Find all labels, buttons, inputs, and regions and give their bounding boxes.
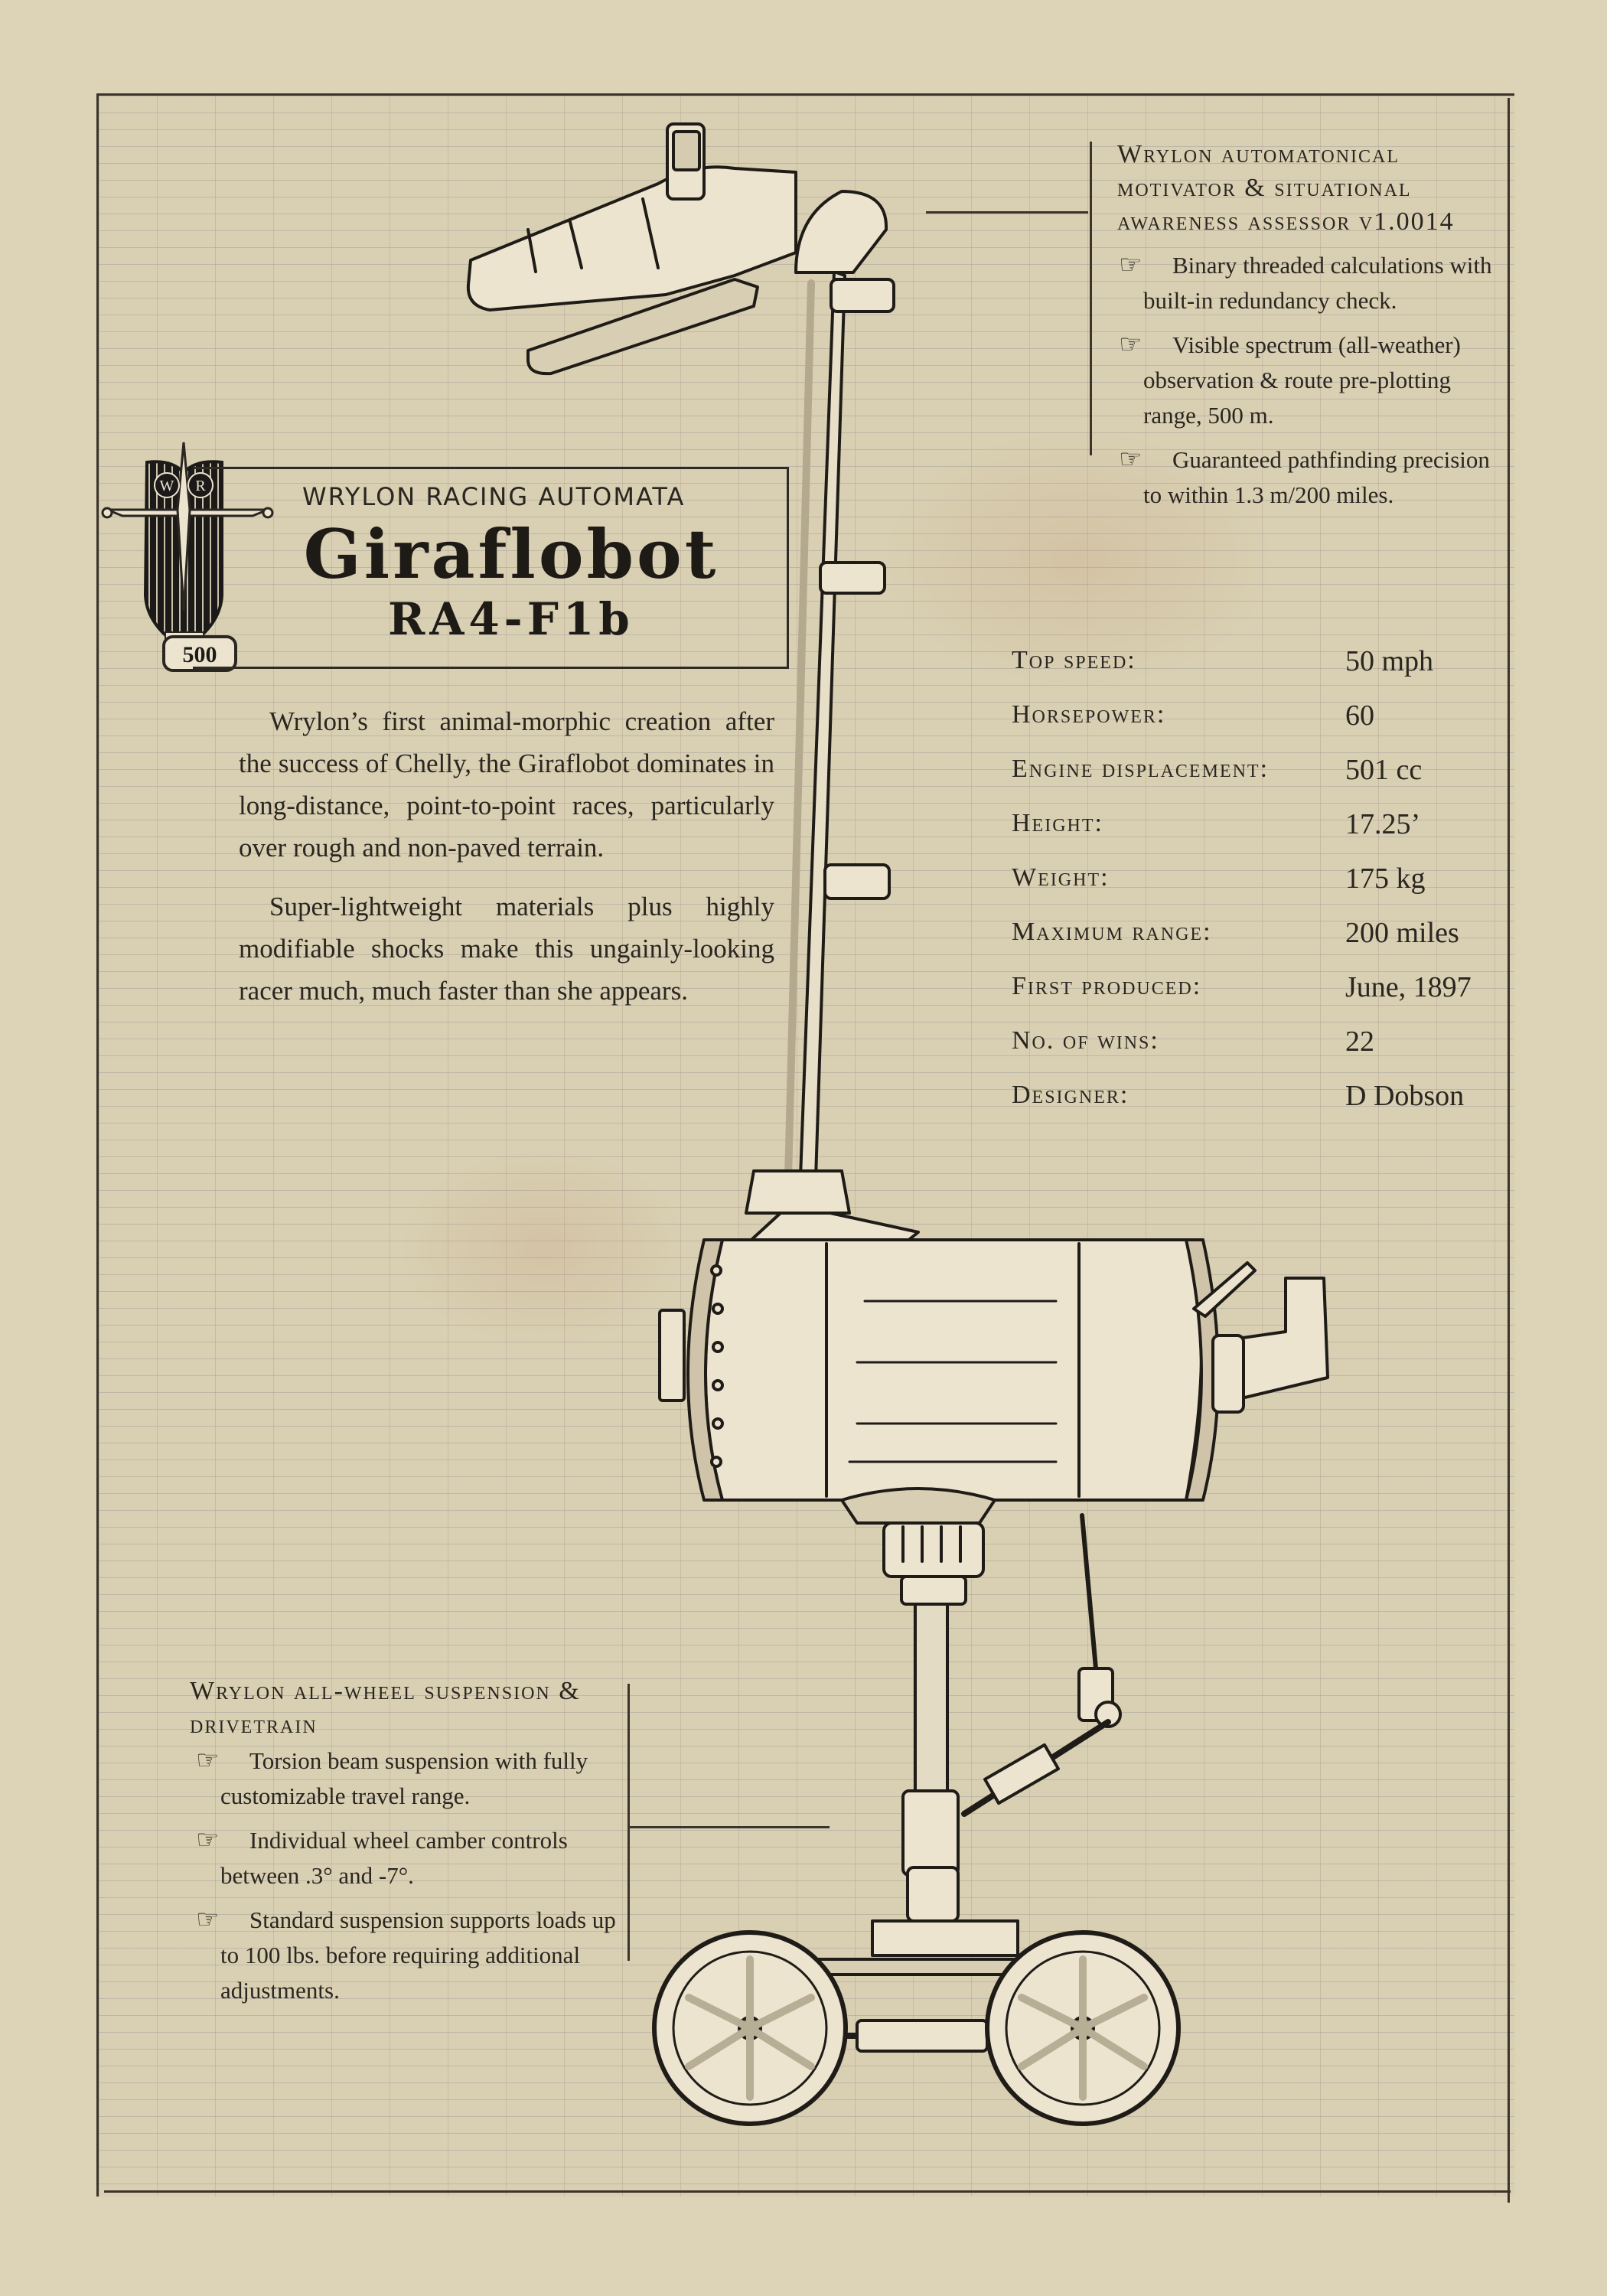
spec-label: Designer: (1012, 1081, 1129, 1109)
pointing-hand-icon: ☞ (196, 1746, 220, 1775)
svg-text:W: W (160, 478, 174, 494)
callout-line (926, 211, 1088, 214)
robot-jaw (526, 278, 759, 376)
spec-row: Engine displacement: 501 cc (1012, 748, 1501, 803)
list-item: ☞Binary threaded calculations with built… (1119, 248, 1508, 318)
wrylon-shield-emblem: W R 500 (101, 442, 274, 672)
pointing-hand-icon: ☞ (1119, 445, 1143, 474)
note-rule (1090, 142, 1092, 455)
intro-paragraph: Wrylon’s first animal-morphic creation a… (239, 706, 774, 863)
exhaust-pipe (1231, 1277, 1329, 1402)
main-strut (914, 1603, 949, 1797)
list-item: ☞Torsion beam suspension with fully cust… (196, 1743, 624, 1814)
wheel-right (985, 1930, 1181, 2126)
pointing-hand-icon: ☞ (196, 1826, 220, 1854)
spec-label: Maximum range: (1012, 918, 1212, 946)
spec-value: D Dobson (1345, 1080, 1465, 1112)
pointing-hand-icon: ☞ (1119, 251, 1143, 279)
spec-value: 17.25’ (1345, 808, 1421, 840)
hip-joint (882, 1521, 985, 1578)
wheel-left (652, 1930, 848, 2126)
brand-subtitle: WRYLON RACING AUTOMATA (302, 482, 686, 511)
paper-stain (398, 1148, 689, 1347)
model-number: RA4-F1b (388, 593, 634, 645)
paper-stain (880, 429, 1278, 689)
intro-text: Wrylon’s first animal-morphic creation a… (239, 700, 774, 1029)
spec-label: First produced: (1012, 972, 1202, 1000)
spec-table: Top speed: 50 mph Horsepower: 60 Engine di… (1012, 640, 1501, 1129)
side-plate (658, 1309, 686, 1402)
neck-collar (819, 561, 886, 595)
list-item: ☞Individual wheel camber controls betwee… (196, 1823, 624, 1893)
spec-value: 22 (1345, 1026, 1374, 1058)
spec-row: Designer: D Dobson (1012, 1075, 1501, 1129)
sheet-border-right (1508, 98, 1510, 2203)
callout-line (629, 1826, 830, 1828)
spec-label: Height: (1012, 809, 1103, 837)
spec-label: Weight: (1012, 863, 1110, 892)
neck-collar (823, 863, 891, 900)
sheet-border-bottom (104, 2190, 1511, 2193)
svg-text:500: 500 (183, 642, 217, 667)
spec-value: 60 (1345, 700, 1374, 732)
pointing-hand-icon: ☞ (196, 1906, 220, 1934)
pointing-hand-icon: ☞ (1119, 331, 1143, 359)
motivator-bullets: ☞Binary threaded calculations with built… (1119, 248, 1508, 522)
svg-text:R: R (195, 478, 206, 494)
spec-value: 50 mph (1345, 645, 1434, 677)
title-box (193, 467, 789, 669)
spec-value: June, 1897 (1345, 971, 1472, 1003)
spec-label: Top speed: (1012, 646, 1136, 674)
axle-frame (871, 1919, 1019, 1957)
spec-value: 200 miles (1345, 917, 1459, 949)
list-item: ☞Guaranteed pathfinding precision to wit… (1119, 442, 1508, 513)
spec-row: First produced: June, 1897 (1012, 966, 1501, 1020)
suspension-bullets: ☞Torsion beam suspension with fully cust… (196, 1743, 624, 2017)
neck-collar (830, 278, 895, 313)
spec-label: No. of wins: (1012, 1026, 1159, 1055)
motivator-title: Wrylon automatonical motivator & situati… (1117, 140, 1455, 236)
spec-row: Top speed: 50 mph (1012, 640, 1501, 694)
page-title: Giraflobot (303, 514, 719, 594)
spec-label: Engine displacement: (1012, 755, 1270, 783)
spec-row: Maximum range: 200 miles (1012, 912, 1501, 966)
spec-row: No. of wins: 22 (1012, 1020, 1501, 1075)
intro-paragraph: Super-lightweight materials plus highly … (239, 892, 774, 1006)
list-item: ☞Visible spectrum (all-weather) observat… (1119, 328, 1508, 433)
suspension-title: Wrylon all-wheel suspension & drivetrain (190, 1677, 581, 1739)
spec-label: Horsepower: (1012, 700, 1166, 729)
spec-value: 175 kg (1345, 863, 1426, 895)
spec-row: Height: 17.25’ (1012, 803, 1501, 857)
spec-row: Weight: 175 kg (1012, 857, 1501, 912)
spec-value: 501 cc (1345, 754, 1423, 786)
note-rule (627, 1684, 630, 1961)
spec-row: Horsepower: 60 (1012, 694, 1501, 748)
list-item: ☞Standard suspension supports loads up t… (196, 1903, 624, 2008)
